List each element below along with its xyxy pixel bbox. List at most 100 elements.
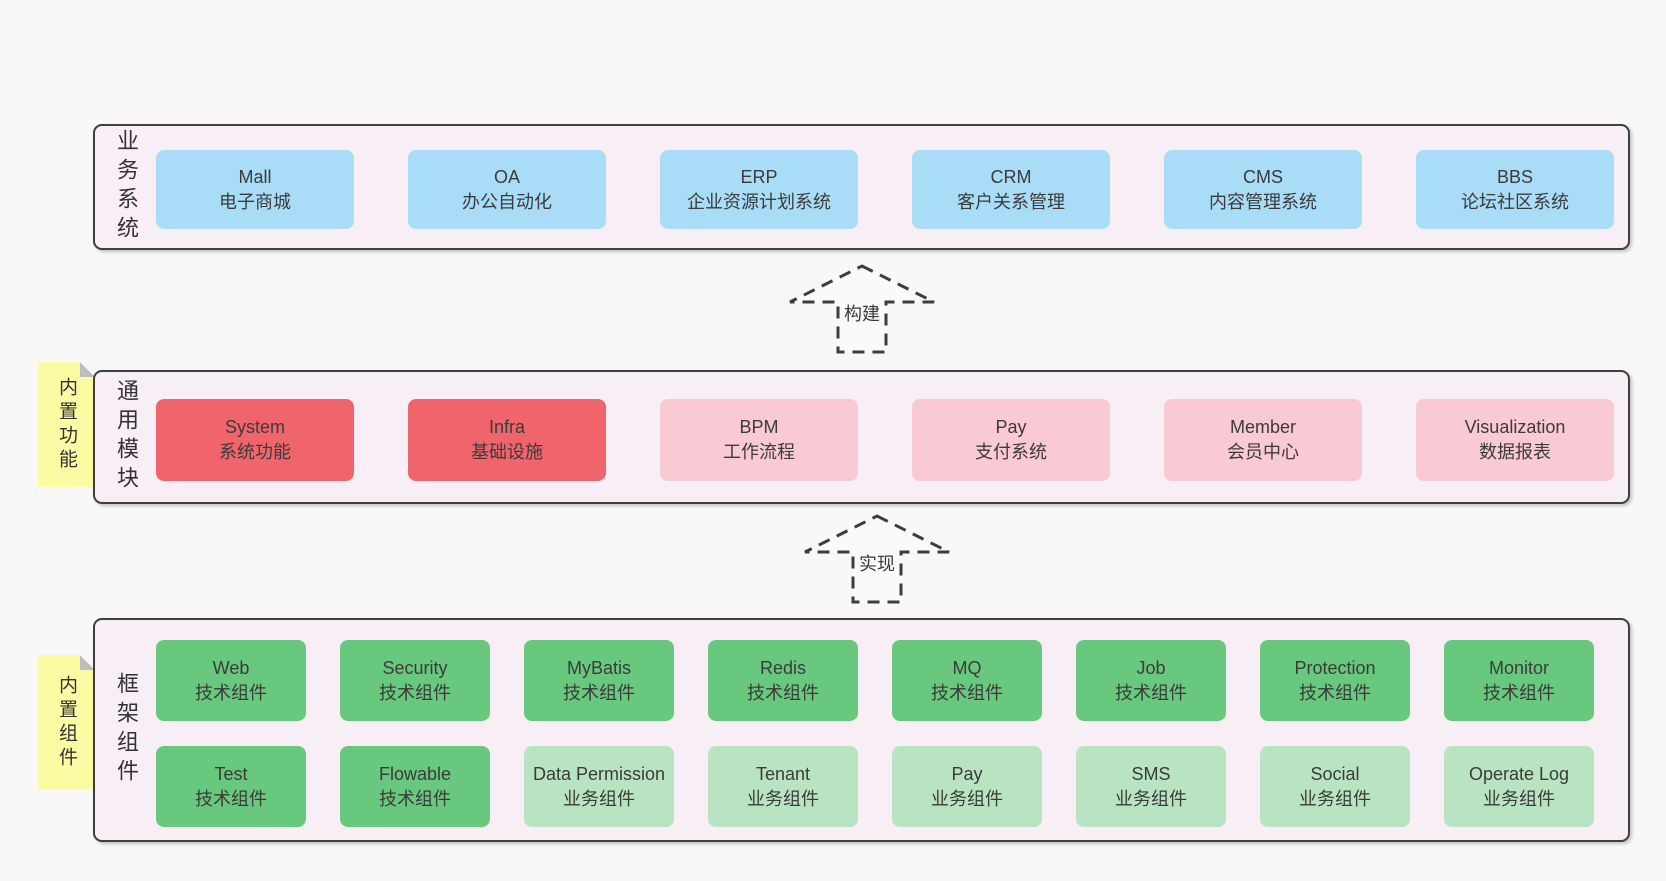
modules-boxes-row: System 系统功能 Infra 基础设施 BPM 工作流程 Pay 支付系统… — [156, 399, 1614, 481]
arrow-implement: 实现 — [797, 512, 957, 606]
box-title: SMS — [1131, 763, 1171, 784]
box-infra: Infra 基础设施 — [408, 399, 606, 481]
box-operate-log: Operate Log 业务组件 — [1444, 746, 1594, 827]
box-security: Security 技术组件 — [340, 640, 490, 721]
box-subtitle: 技术组件 — [195, 788, 267, 809]
box-title: MyBatis — [566, 657, 631, 678]
box-subtitle: 业务组件 — [1115, 788, 1187, 809]
box-protection: Protection 技术组件 — [1260, 640, 1410, 721]
box-title: Job — [1136, 657, 1166, 678]
box-title: Web — [212, 657, 250, 678]
box-subtitle: 企业资源计划系统 — [687, 191, 831, 212]
box-title: Test — [214, 763, 248, 784]
business-boxes-row: Mall 电子商城 OA 办公自动化 ERP 企业资源计划系统 CRM 客户关系… — [156, 150, 1614, 229]
box-title: Operate Log — [1468, 763, 1570, 784]
box-mybatis: MyBatis 技术组件 — [524, 640, 674, 721]
box-title: Security — [382, 657, 448, 678]
layer-label-business: 业务系统 — [114, 129, 139, 245]
box-web: Web 技术组件 — [156, 640, 306, 721]
box-subtitle: 技术组件 — [1115, 682, 1187, 703]
layer-common-modules: 通用模块 System 系统功能 Infra 基础设施 BPM 工作流程 Pay… — [93, 370, 1630, 504]
box-title: Infra — [488, 417, 526, 437]
box-title: Flowable — [378, 763, 452, 784]
sticky-built-in-components: 内置组件 — [38, 655, 95, 790]
box-subtitle: 业务组件 — [931, 788, 1003, 809]
box-visualization: Visualization 数据报表 — [1416, 399, 1614, 481]
box-subtitle: 技术组件 — [747, 682, 819, 703]
sticky-label: 内置功能 — [56, 376, 77, 473]
box-subtitle: 会员中心 — [1227, 442, 1299, 462]
box-subtitle: 数据报表 — [1479, 442, 1551, 462]
box-subtitle: 技术组件 — [1299, 682, 1371, 703]
box-pay: Pay 支付系统 — [912, 399, 1110, 481]
arrow-implement-label: 实现 — [855, 549, 899, 577]
box-title: Monitor — [1488, 657, 1550, 678]
box-subtitle: 技术组件 — [931, 682, 1003, 703]
box-bbs: BBS 论坛社区系统 — [1416, 150, 1614, 229]
box-subtitle: 工作流程 — [723, 442, 795, 462]
box-title: Social — [1310, 763, 1360, 784]
box-title: OA — [493, 166, 520, 187]
arrow-build: 构建 — [782, 262, 942, 356]
box-mall: Mall 电子商城 — [156, 150, 354, 229]
box-bpm: BPM 工作流程 — [660, 399, 858, 481]
box-subtitle: 系统功能 — [219, 442, 291, 462]
box-erp: ERP 企业资源计划系统 — [660, 150, 858, 229]
box-social: Social 业务组件 — [1260, 746, 1410, 827]
box-title: Redis — [759, 657, 807, 678]
box-title: Tenant — [755, 763, 811, 784]
box-title: CRM — [990, 166, 1032, 187]
layer-label-components: 框架组件 — [114, 672, 139, 788]
box-title: Mall — [238, 166, 272, 187]
box-cms: CMS 内容管理系统 — [1164, 150, 1362, 229]
box-subtitle: 技术组件 — [379, 788, 451, 809]
box-subtitle: 技术组件 — [1483, 682, 1555, 703]
box-title: Member — [1229, 417, 1296, 437]
box-title: Protection — [1294, 657, 1376, 678]
layer-framework-components: 框架组件 Web 技术组件 Security 技术组件 MyBatis 技术组件… — [93, 618, 1630, 842]
box-title: Pay — [951, 763, 983, 784]
box-title: BBS — [1496, 166, 1534, 187]
box-subtitle: 业务组件 — [563, 788, 635, 809]
components-row-2: Test 技术组件 Flowable 技术组件 Data Permission … — [156, 746, 1594, 827]
layer-business-systems: 业务系统 Mall 电子商城 OA 办公自动化 ERP 企业资源计划系统 CRM… — [93, 124, 1630, 250]
box-member: Member 会员中心 — [1164, 399, 1362, 481]
box-subtitle: 基础设施 — [471, 442, 543, 462]
box-job: Job 技术组件 — [1076, 640, 1226, 721]
box-title: Pay — [995, 417, 1027, 437]
components-row-1: Web 技术组件 Security 技术组件 MyBatis 技术组件 Redi… — [156, 640, 1594, 721]
box-subtitle: 业务组件 — [1299, 788, 1371, 809]
box-title: MQ — [952, 657, 982, 678]
layer-label-modules: 通用模块 — [114, 379, 139, 495]
sticky-built-in-functions: 内置功能 — [38, 362, 95, 487]
box-pay-business: Pay 业务组件 — [892, 746, 1042, 827]
box-title: ERP — [740, 166, 778, 187]
box-system: System 系统功能 — [156, 399, 354, 481]
box-subtitle: 业务组件 — [1483, 788, 1555, 809]
box-subtitle: 技术组件 — [379, 682, 451, 703]
box-title: BPM — [739, 417, 779, 437]
box-sms: SMS 业务组件 — [1076, 746, 1226, 827]
box-title: System — [224, 417, 285, 437]
box-subtitle: 支付系统 — [975, 442, 1047, 462]
box-subtitle: 技术组件 — [195, 682, 267, 703]
box-title: Data Permission — [532, 763, 666, 784]
box-subtitle: 电子商城 — [219, 191, 291, 212]
box-title: Visualization — [1464, 417, 1566, 437]
box-flowable: Flowable 技术组件 — [340, 746, 490, 827]
box-subtitle: 业务组件 — [747, 788, 819, 809]
arrow-build-label: 构建 — [840, 299, 884, 327]
box-monitor: Monitor 技术组件 — [1444, 640, 1594, 721]
box-subtitle: 技术组件 — [563, 682, 635, 703]
box-redis: Redis 技术组件 — [708, 640, 858, 721]
box-crm: CRM 客户关系管理 — [912, 150, 1110, 229]
box-title: CMS — [1243, 166, 1283, 187]
box-test: Test 技术组件 — [156, 746, 306, 827]
box-subtitle: 办公自动化 — [462, 191, 552, 212]
box-tenant: Tenant 业务组件 — [708, 746, 858, 827]
box-subtitle: 论坛社区系统 — [1461, 191, 1569, 212]
box-subtitle: 内容管理系统 — [1209, 191, 1317, 212]
box-subtitle: 客户关系管理 — [957, 191, 1065, 212]
sticky-label: 内置组件 — [56, 674, 77, 771]
box-data-permission: Data Permission 业务组件 — [524, 746, 674, 827]
